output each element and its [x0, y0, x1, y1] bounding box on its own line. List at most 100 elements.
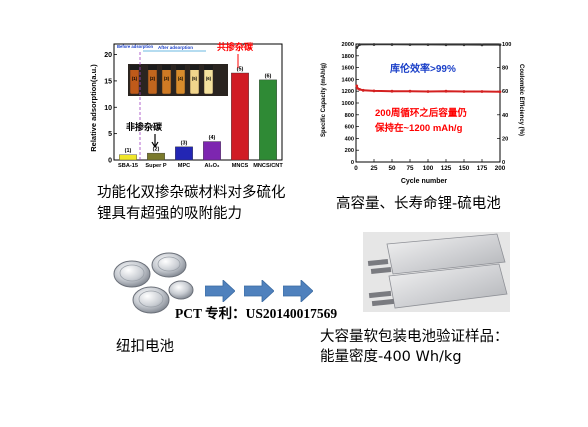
bar [175, 146, 193, 161]
capacity-point [444, 89, 448, 93]
adsorption-ylabel: Relative adsorption(a.u.) [89, 64, 98, 152]
non-doped-arrow [151, 134, 159, 149]
x-tick-label: 150 [459, 165, 470, 172]
coin-cell-battery-image [113, 252, 194, 314]
cycling-ylabel-right: Coulombic Efficiency (%) [518, 64, 524, 136]
efficiency-point [372, 43, 376, 46]
y-right-tick-label: 80 [502, 66, 508, 72]
arrow-right-icon [283, 280, 313, 302]
y-left-tick-label: 1800 [342, 54, 354, 60]
bar [231, 72, 249, 161]
x-tick-label: 0 [354, 165, 358, 172]
capacity-annotation-line1: 200周循环之后容量仍 [375, 107, 467, 119]
efficiency-point [462, 43, 466, 47]
efficiency-point [498, 43, 502, 47]
y-left-tick-label: 0 [351, 160, 354, 166]
y-left-tick-label: 400 [345, 136, 354, 142]
vial-cap [148, 65, 157, 70]
vial-label: (1) [132, 76, 138, 81]
y-left-tick-label: 1400 [342, 77, 354, 83]
vial-cap [204, 65, 213, 70]
bar-label: (6) [265, 73, 272, 79]
x-tick-label: 75 [406, 165, 414, 172]
cycling-ylabel-left: Specific Capacity (mAh/g) [321, 63, 327, 137]
bar-label: (4) [209, 135, 216, 141]
pouch-caption-line2: 能量密度-400 Wh/kg [320, 348, 462, 367]
vial-cap [190, 65, 199, 70]
y-tick-label: 5 [108, 131, 112, 138]
capacity-point [408, 89, 412, 93]
arrow-right-icon [244, 280, 274, 302]
bar-label: (1) [125, 148, 132, 154]
y-right-tick-label: 40 [502, 113, 508, 119]
y-left-tick-label: 1200 [342, 89, 354, 95]
x-tick-label: 50 [388, 165, 396, 172]
y-tick-label: 20 [104, 52, 112, 59]
inset-before-label: Before adsorption [117, 44, 154, 49]
inset-after-label: After adsorption [158, 45, 193, 50]
capacity-point [498, 90, 502, 94]
capacity-point [372, 89, 376, 93]
capacity-point [356, 86, 359, 90]
vial-cap [130, 65, 139, 70]
vial-cap [162, 65, 171, 70]
vial-label: (4) [178, 76, 184, 81]
efficiency-series-line [356, 43, 500, 49]
efficiency-point [444, 43, 448, 47]
y-tick-label: 15 [104, 78, 112, 85]
adsorption-caption-line1: 功能化双掺杂碳材料对多硫化 [97, 185, 286, 201]
efficiency-point [358, 43, 361, 46]
x-category-label: Al₂O₃ [204, 163, 219, 169]
pouch-cell-battery-image [363, 232, 510, 312]
x-category-label: MNCS [232, 163, 249, 169]
y-left-tick-label: 1000 [342, 101, 354, 107]
vial-label: (2) [150, 76, 156, 81]
y-right-tick-label: 0 [502, 160, 505, 166]
efficiency-point [426, 43, 430, 46]
bar [203, 141, 221, 161]
bar-label: (5) [237, 67, 244, 73]
capacity-point [361, 88, 365, 92]
x-tick-label: 100 [423, 165, 434, 172]
patent-text: PCT 专利：US20140017569 [175, 306, 338, 321]
x-tick-label: 25 [370, 165, 378, 172]
x-tick-label: 125 [441, 165, 452, 172]
y-left-tick-label: 800 [345, 113, 354, 119]
capacity-point [480, 90, 484, 93]
vial-label: (5) [192, 76, 198, 81]
capacity-point [426, 90, 430, 93]
bar [147, 152, 165, 161]
x-category-label: SBA-15 [118, 163, 138, 169]
x-category-label: Super P [145, 163, 166, 169]
x-category-label: MNCS/CNT [253, 163, 283, 169]
arrow-right-icon [205, 280, 235, 302]
capacity-annotation-line2: 保持在~1200 mAh/g [374, 122, 463, 134]
x-tick-label: 175 [477, 165, 488, 172]
y-right-tick-label: 100 [502, 42, 511, 48]
y-right-tick-label: 60 [502, 89, 508, 95]
non-doped-annotation: 非掺杂碳 [126, 121, 163, 132]
capacity-point [358, 88, 361, 91]
co-doped-annotation: 共掺杂碳 [217, 41, 254, 52]
cycling-chart: Specific Capacity (mAh/g) Coulombic Effi… [321, 42, 524, 185]
adsorption-plot-frame [113, 43, 283, 161]
adsorption-caption-line2: 锂具有超强的吸附能力 [97, 206, 242, 222]
vial-label: (6) [206, 76, 212, 81]
bar-label: (2) [153, 147, 160, 153]
pouch-caption-line1: 大容量软包装电池验证样品： [320, 329, 509, 345]
cycling-xlabel: Cycle number [401, 178, 448, 185]
efficiency-point [390, 43, 394, 46]
cycling-plot-frame [355, 43, 501, 163]
efficiency-point [355, 46, 359, 49]
pouch-caption-line2-text: 能量密度-400 Wh/kg [320, 349, 462, 365]
capacity-point [462, 90, 466, 93]
vial-cap [176, 65, 185, 70]
bar-label: (3) [181, 140, 188, 146]
x-category-label: MPC [178, 163, 190, 169]
y-left-tick-label: 1600 [342, 66, 354, 72]
vial-label: (3) [164, 76, 170, 81]
coulombic-annotation: 库伦效率>99% [390, 62, 456, 75]
y-left-tick-label: 600 [345, 125, 354, 131]
bar [259, 79, 277, 161]
